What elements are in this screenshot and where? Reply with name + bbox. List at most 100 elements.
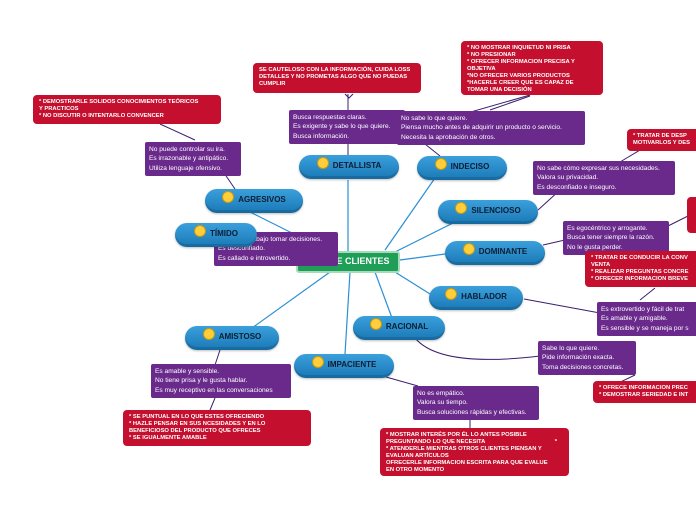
category-label: DOMINANTE: [478, 247, 528, 256]
description-line: Es exigente y sabe lo que quiere.: [293, 123, 391, 131]
advice-line: * DEMOSTRAR SERIEDAD E INT: [599, 392, 689, 398]
advice-line: * HAZLE PENSAR EN SUS NCESIDADES Y EN LO: [129, 421, 266, 427]
advice-line: VENTA: [591, 262, 611, 268]
description-line: No le gusta perder.: [567, 243, 623, 251]
description-hablador[interactable]: Es extrovertido y fácil de trat Es amabl…: [597, 302, 696, 337]
advice-agresivos[interactable]: * DEMOSTRARLE SOLIDOS CONOCIMIENTOS TEÓR…: [33, 95, 221, 124]
thinking-face-icon: [434, 158, 447, 170]
description-line: Es irrazonable y antipático.: [149, 155, 229, 163]
description-agresivos[interactable]: No puede controlar su ira. Es irrazonabl…: [145, 142, 241, 177]
central-topic-label: TIPO DE CLIENTES: [306, 256, 390, 266]
zipper-mouth-icon: [455, 202, 468, 214]
description-line: Es callado e introvertido.: [218, 254, 291, 262]
advice-line: * DEMOSTRARLE SOLIDOS CONOCIMIENTOS TEÓR…: [39, 99, 199, 105]
description-line: Busca respuestas claras.: [293, 114, 367, 121]
advice-racional[interactable]: * OFRECE INFORMACION PREC * DEMOSTRAR SE…: [593, 381, 696, 403]
description-line: Es amable y amigable.: [601, 315, 668, 323]
advice-line: * OFRECER INFORMACION BREVE: [591, 276, 688, 282]
category-label: AGRESIVOS: [238, 195, 286, 204]
advice-line: *NO OFRECER VARIOS PRODUCTOS: [467, 73, 570, 79]
description-line: Es amable y sensible.: [155, 368, 220, 375]
category-detallista[interactable]: DETALLISTA: [299, 155, 399, 179]
advice-line: DETALLES Y NO PROMETAS ALGO QUE NO PUEDA…: [259, 74, 408, 80]
advice-impaciente[interactable]: * MOSTRAR INTERÉS POR ÉL LO ANTES POSIBL…: [380, 428, 569, 476]
description-line: Es desconfiado e inseguro.: [537, 183, 617, 191]
description-dominante[interactable]: Es egocéntrico y arrogante. Busca tener …: [563, 221, 669, 256]
angry-face-icon: [222, 191, 235, 203]
advice-silencioso[interactable]: * TRATAR DE DESP MOTIVARLOS Y DES: [627, 129, 696, 151]
advice-line: * REALIZAR PREGUNTAS CONCRE: [591, 269, 689, 275]
description-line: Toma decisiones concretas.: [542, 363, 624, 371]
advice-line: * NO DISCUTIR O INTENTARLO CONVENCER: [39, 113, 164, 119]
laughing-face-icon: [445, 288, 458, 300]
description-line: Valora su tiempo.: [417, 399, 468, 407]
description-line: Busca información.: [293, 132, 350, 140]
description-line: Le cuesta trabajo tomar decisiones.: [218, 236, 323, 243]
advice-line: EVALUAN ARTÍCULOS: [386, 453, 449, 459]
description-line: Valora su privacidad.: [537, 174, 599, 182]
description-line: Es muy receptivo en las conversaciones: [155, 386, 273, 394]
advice-dominante[interactable]: * TRATAR DE CONDUCIR LA CONV VENTA * REA…: [585, 251, 696, 287]
description-line: No tiene prisa y le gusta hablar.: [155, 377, 248, 385]
category-racional[interactable]: RACIONAL: [353, 316, 445, 340]
advice-line: * NO MOSTRAR INQUIETUD NI PRISA: [467, 45, 571, 51]
description-line: Es egocéntrico y arrogante.: [567, 225, 648, 232]
frowning-face-icon: [462, 243, 475, 255]
advice-line: *: [554, 439, 557, 445]
advice-line: BENEFICIOSO DEL PRODUCTO QUE OFRECES: [129, 428, 261, 434]
category-indeciso[interactable]: INDECISO: [417, 156, 507, 180]
description-detallista[interactable]: Busca respuestas claras. Es exigente y s…: [289, 110, 405, 145]
advice-amistoso[interactable]: * SE PUNTUAL EN LO QUE ESTES OFRECIENDO …: [123, 410, 311, 446]
description-impaciente[interactable]: No es empático. Valora su tiempo. Busca …: [413, 386, 539, 421]
advice-line: * TRATAR DE DESP: [633, 133, 687, 139]
description-line: No sabe lo que quiere.: [401, 115, 468, 122]
advice-line: MOTIVARLOS Y DES: [633, 140, 691, 146]
advice-line: OFRECERLE INFORMACION ESCRITA PARA QUE E…: [386, 460, 548, 466]
advice-line: CUMPLIR: [259, 81, 286, 87]
category-hablador[interactable]: HABLADOR: [429, 286, 523, 310]
category-label: RACIONAL: [385, 322, 429, 331]
advice-line: OBJETIVA: [467, 66, 496, 72]
description-line: Busca soluciones rápidas y efectivas.: [417, 408, 527, 416]
description-line: Necesita la aprobación de otros.: [401, 133, 496, 141]
smiling-face-icon: [202, 328, 215, 340]
category-dominante[interactable]: DOMINANTE: [445, 241, 545, 265]
category-amistoso[interactable]: AMISTOSO: [185, 326, 279, 350]
eyes-icon: [316, 157, 329, 169]
description-amistoso[interactable]: Es amable y sensible. No tiene prisa y l…: [151, 364, 291, 399]
description-line: Es desconfiado.: [218, 245, 265, 253]
description-line: Piensa mucho antes de adquirir un produc…: [401, 124, 562, 132]
description-line: No sabe cómo expresar sus necesidades.: [537, 165, 660, 172]
description-indeciso[interactable]: No sabe lo que quiere. Piensa mucho ante…: [397, 111, 585, 146]
advice-line: *HACERLE CREER QUE ES CAPAZ DE: [467, 80, 574, 86]
description-line: Es extrovertido y fácil de trat: [601, 306, 685, 313]
description-line: Sabe lo que quiere.: [542, 345, 600, 352]
advice-indeciso[interactable]: * NO MOSTRAR INQUIETUD NI PRISA * NO PRE…: [461, 41, 603, 95]
advice-line: EN OTRO MOMENTO: [386, 467, 445, 473]
advice-silencioso-extra[interactable]: [687, 197, 696, 233]
advice-line: * OFRECER INFORMACION PRECISA Y: [467, 59, 575, 65]
description-silencioso[interactable]: No sabe cómo expresar sus necesidades. V…: [533, 161, 675, 196]
description-line: Utiliza lenguaje ofensivo.: [149, 164, 222, 172]
advice-line: * TRATAR DE CONDUCIR LA CONV: [591, 255, 688, 261]
advice-line: * ATENDERLE MIENTRAS OTROS CLIENTES PIEN…: [386, 446, 542, 452]
advice-line: TOMAR UNA DECISIÓN: [467, 87, 532, 93]
description-line: Busca tener siempre la razón.: [567, 234, 655, 242]
advice-line: * SE PUNTUAL EN LO QUE ESTES OFRECIENDO: [129, 414, 265, 420]
description-racional[interactable]: Sabe lo que quiere. Pide información exa…: [538, 341, 636, 376]
category-agresivos[interactable]: AGRESIVOS: [205, 189, 303, 213]
advice-detallista[interactable]: SE CAUTELOSO CON LA INFORMACIÓN, CUIDA L…: [253, 63, 421, 93]
category-label: AMISTOSO: [218, 332, 262, 341]
description-line: Pide información exacta.: [542, 354, 615, 362]
advice-line: * NO PRESIONAR: [467, 52, 516, 58]
description-line: Es sensible y se maneja por s: [601, 324, 689, 332]
shy-face-icon: [194, 225, 206, 237]
category-timido[interactable]: TÍMIDO: [175, 223, 257, 247]
category-silencioso[interactable]: SILENCIOSO: [438, 200, 538, 224]
category-impaciente[interactable]: IMPACIENTE: [294, 354, 394, 378]
category-label: DETALLISTA: [332, 161, 382, 170]
category-label: SILENCIOSO: [471, 206, 521, 215]
category-label: IMPACIENTE: [327, 360, 377, 369]
advice-line: PREGUNTANDO LO QUE NECESITA: [386, 439, 486, 445]
category-label: HABLADOR: [461, 292, 507, 301]
